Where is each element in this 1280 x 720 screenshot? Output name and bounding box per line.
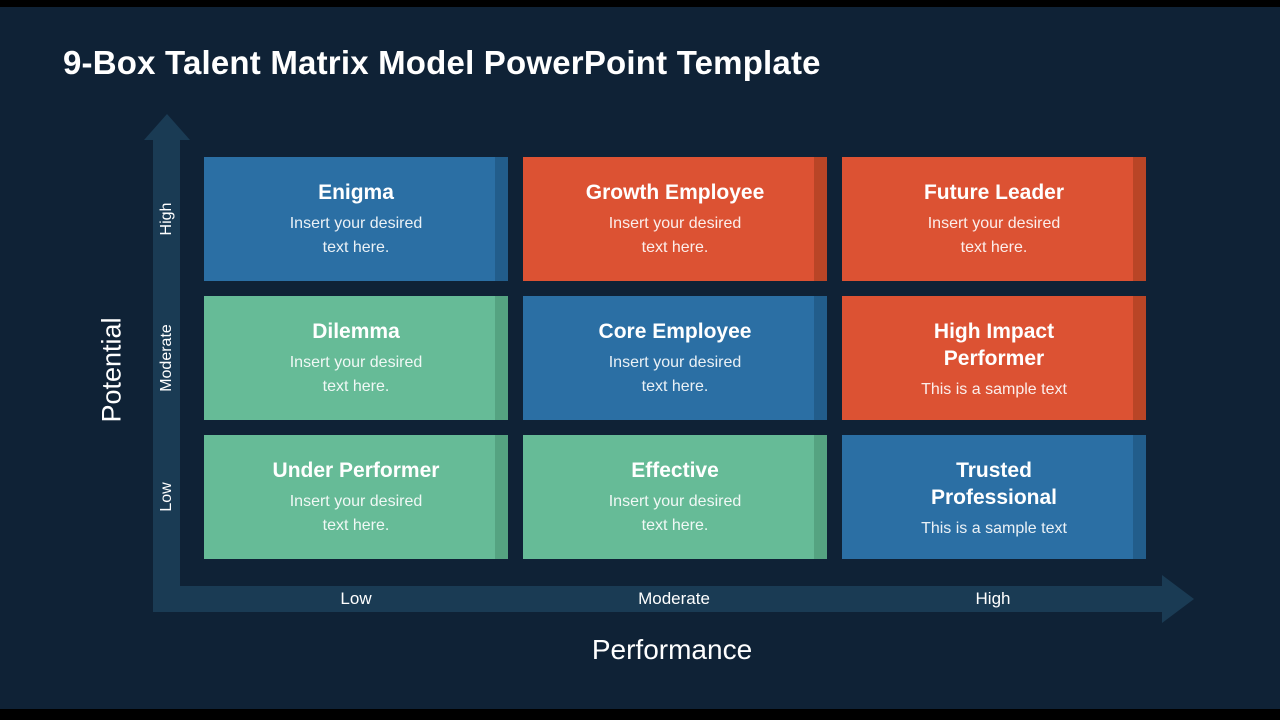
cell-title: Dilemma <box>312 320 400 343</box>
cell-edge-accent <box>495 157 508 281</box>
matrix-cell-dilemma: Dilemma Insert your desired text here. <box>204 296 508 420</box>
cell-edge-accent <box>814 296 827 420</box>
x-axis-arrow <box>153 586 1163 612</box>
y-axis-tick-low: Low <box>158 482 175 512</box>
cell-title: Core Employee <box>598 320 752 343</box>
cell-body: Insert your desired text here. <box>608 354 742 395</box>
cell-title: Effective <box>631 459 719 482</box>
cell-edge-accent <box>495 435 508 559</box>
letterbox-bottom <box>0 709 1280 720</box>
cell-body: Insert your desired text here. <box>289 354 423 395</box>
cell-body: This is a sample text <box>921 381 1067 398</box>
y-axis-tick-moderate: Moderate <box>158 324 175 392</box>
cell-title: Trusted Professional <box>930 459 1058 509</box>
y-axis-label: Potential <box>96 317 127 423</box>
x-axis-label: Performance <box>591 634 753 665</box>
arrow-right-icon <box>1162 575 1194 623</box>
matrix-cell-enigma: Enigma Insert your desired text here. <box>204 157 508 281</box>
cell-body: Insert your desired text here. <box>608 215 742 256</box>
cell-edge-accent <box>1133 157 1146 281</box>
cell-body: Insert your desired text here. <box>289 493 423 534</box>
cell-title: Growth Employee <box>585 181 765 204</box>
matrix-cell-effective: Effective Insert your desired text here. <box>523 435 827 559</box>
cell-edge-accent <box>814 435 827 559</box>
cell-body: This is a sample text <box>921 520 1067 537</box>
matrix-cell-growth-employee: Growth Employee Insert your desired text… <box>523 157 827 281</box>
cell-title: Future Leader <box>923 181 1065 204</box>
cell-edge-accent <box>1133 296 1146 420</box>
cell-body: Insert your desired text here. <box>927 215 1061 256</box>
matrix-cell-high-impact-performer: High Impact Performer This is a sample t… <box>842 296 1146 420</box>
matrix-cell-future-leader: Future Leader Insert your desired text h… <box>842 157 1146 281</box>
matrix-cell-trusted-professional: Trusted Professional This is a sample te… <box>842 435 1146 559</box>
cell-edge-accent <box>1133 435 1146 559</box>
x-axis-tick-high: High <box>975 589 1011 608</box>
y-axis-arrow <box>153 139 180 612</box>
y-axis-tick-high: High <box>158 202 175 236</box>
page-title: 9-Box Talent Matrix Model PowerPoint Tem… <box>63 44 821 81</box>
cell-title: Enigma <box>318 181 394 204</box>
cell-title: Under Performer <box>272 459 440 482</box>
cell-body: Insert your desired text here. <box>608 493 742 534</box>
arrow-up-icon <box>144 114 190 140</box>
x-axis-tick-low: Low <box>340 589 372 608</box>
cell-body: Insert your desired text here. <box>289 215 423 256</box>
x-axis-tick-moderate: Moderate <box>638 589 710 608</box>
matrix-cell-core-employee: Core Employee Insert your desired text h… <box>523 296 827 420</box>
cell-edge-accent <box>814 157 827 281</box>
cell-edge-accent <box>495 296 508 420</box>
matrix-cell-under-performer: Under Performer Insert your desired text… <box>204 435 508 559</box>
letterbox-top <box>0 0 1280 7</box>
cell-title: High Impact Performer <box>933 320 1055 370</box>
